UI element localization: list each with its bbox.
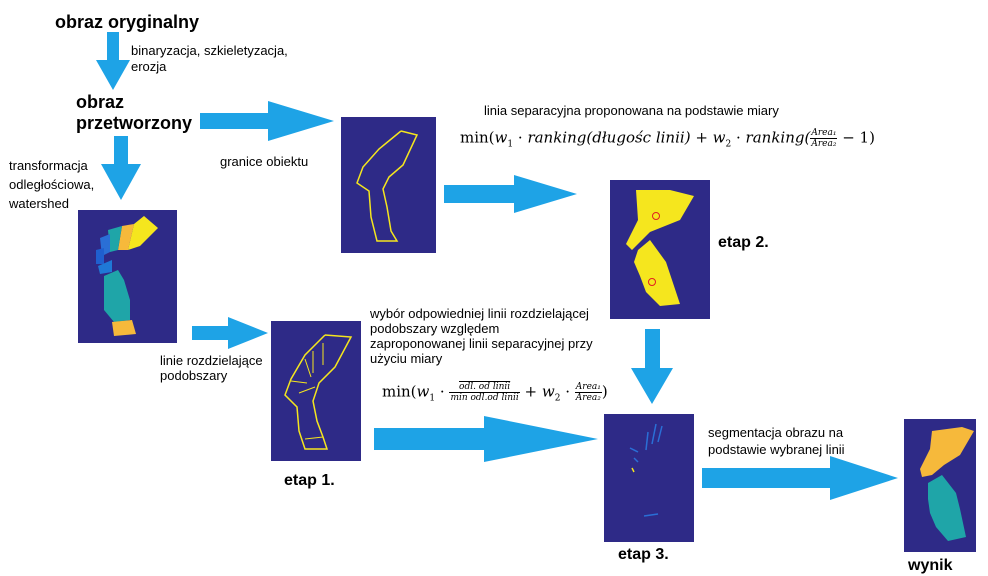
processing-steps-label: binaryzacja, szkieletyzacja, erozja [131, 43, 288, 74]
arrow-right-4 [374, 416, 598, 462]
processed-image-label-line2: przetworzony [76, 113, 193, 133]
arrow-right-3 [192, 317, 268, 349]
choice-description-label: wybór odpowiedniej linii rozdzielającej … [370, 306, 593, 366]
original-image-label: obraz oryginalny [55, 12, 200, 32]
stage2-image [610, 180, 710, 319]
stage2-label: etap 2. [718, 234, 769, 251]
stage3-label: etap 3. [618, 546, 669, 563]
arrow-down-2 [101, 136, 141, 200]
segmentation-label: segmentacja obrazu na podstawie wybranej… [708, 425, 845, 457]
arrow-down-3 [631, 329, 673, 404]
object-borders-label: granice obiektu [220, 154, 309, 169]
arrow-down-1 [96, 32, 130, 90]
arrow-right-2 [444, 175, 577, 213]
result-label: wynik [908, 557, 953, 574]
formula-ranking: min(w1 · ranking(długośc linii) + w2 · r… [460, 128, 875, 150]
result-image [904, 419, 976, 552]
arrow-right-5 [702, 456, 898, 500]
arrow-right-1 [200, 101, 334, 141]
stage1-label: etap 1. [284, 472, 335, 489]
watershed-image [78, 210, 177, 343]
stage3-image [604, 414, 694, 542]
distance-transform-label: transformacja odległościowa, watershed [9, 158, 95, 211]
stage1-image [271, 321, 361, 461]
processed-image-label-line1: obraz [76, 92, 125, 112]
separation-line-label: linia separacyjna proponowana na podstaw… [484, 103, 779, 118]
dividing-lines-label: linie rozdzielające podobszary [160, 353, 263, 383]
object-borders-image [341, 117, 436, 253]
